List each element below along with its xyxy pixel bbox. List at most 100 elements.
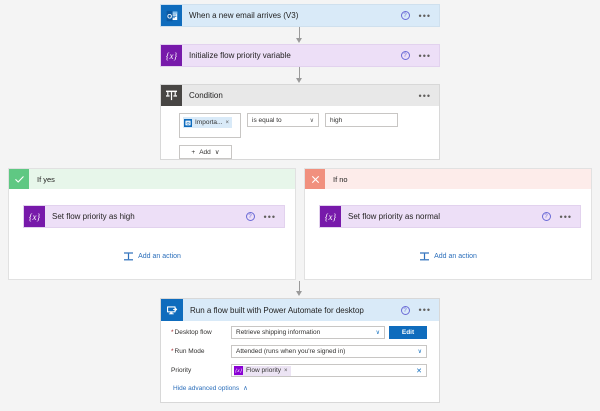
variable-icon: {x} bbox=[161, 45, 182, 66]
chevron-up-icon: ∧ bbox=[243, 385, 248, 392]
close-icon bbox=[305, 169, 325, 189]
desktop-flow-field-control: Retrieve shipping information ∨ Edit bbox=[231, 326, 427, 339]
action-card-initialize-variable[interactable]: {x} Initialize flow priority variable ? … bbox=[160, 44, 440, 67]
branch-if-yes: If yes {x} Set flow priority as high ? •… bbox=[8, 168, 296, 280]
branch-yes-action-title: Set flow priority as high bbox=[52, 212, 135, 221]
add-action-label: Add an action bbox=[434, 253, 477, 260]
priority-field-control: {x} Flow priority × ✕ bbox=[231, 364, 427, 377]
svg-text:O: O bbox=[186, 120, 189, 125]
desktop-flow-icon bbox=[161, 299, 183, 321]
chevron-down-icon: ∨ bbox=[214, 149, 220, 156]
branch-yes-label: If yes bbox=[37, 174, 55, 184]
clear-field-icon[interactable]: ✕ bbox=[416, 367, 422, 375]
desktop-card-header[interactable]: Run a flow built with Power Automate for… bbox=[161, 299, 439, 321]
branch-no-action-tools: ? ••• bbox=[541, 211, 580, 222]
priority-dynamic-token[interactable]: {x} Flow priority × bbox=[234, 365, 291, 376]
dynamic-content-token[interactable]: O Importa... × bbox=[183, 117, 232, 128]
desktop-flow-tools: ? ••• bbox=[400, 305, 439, 315]
trigger-title: When a new email arrives (V3) bbox=[189, 11, 299, 20]
help-icon[interactable]: ? bbox=[400, 305, 410, 315]
overflow-menu-icon[interactable]: ••• bbox=[559, 211, 572, 222]
run-mode-field-label: *Run Mode bbox=[171, 348, 205, 355]
branch-yes-action-tools: ? ••• bbox=[245, 211, 284, 222]
help-icon[interactable]: ? bbox=[400, 51, 410, 60]
run-mode-select[interactable]: Attended (runs when you're signed in) ∨ bbox=[231, 345, 427, 358]
condition-right-value: high bbox=[330, 116, 343, 124]
branch-no-action-title: Set flow priority as normal bbox=[348, 212, 441, 221]
svg-text:O: O bbox=[167, 13, 172, 20]
action-card-set-priority-high[interactable]: {x} Set flow priority as high ? ••• bbox=[23, 205, 285, 228]
required-marker: * bbox=[171, 348, 174, 355]
condition-row: O Importa... × is equal to ∨ high bbox=[179, 113, 439, 138]
connector-arrow-condition bbox=[296, 78, 302, 83]
chevron-down-icon: ∨ bbox=[417, 349, 422, 355]
connector-arrow-desktop bbox=[296, 291, 302, 296]
chevron-down-icon: ∨ bbox=[309, 117, 314, 124]
condition-card[interactable]: Condition ••• O Importa... × bbox=[160, 84, 440, 160]
outlook-token-icon: O bbox=[184, 118, 192, 127]
add-an-action-yes[interactable]: Add an action bbox=[9, 251, 295, 262]
desktop-flow-title: Run a flow built with Power Automate for… bbox=[190, 305, 364, 315]
trigger-card-email[interactable]: O When a new email arrives (V3) ? ••• bbox=[160, 4, 440, 27]
plus-icon: + bbox=[191, 148, 196, 156]
trigger-tools: ? ••• bbox=[400, 10, 439, 21]
action-card-set-priority-normal[interactable]: {x} Set flow priority as normal ? ••• bbox=[319, 205, 581, 228]
condition-left-operand-field[interactable]: O Importa... × bbox=[179, 113, 241, 138]
condition-card-header[interactable]: Condition ••• bbox=[161, 85, 439, 106]
condition-title: Condition bbox=[189, 91, 223, 100]
condition-body: O Importa... × is equal to ∨ high + bbox=[161, 106, 439, 159]
field-row-desktop-flow: *Desktop flow Retrieve shipping informat… bbox=[171, 326, 427, 339]
condition-add-button[interactable]: + Add ∨ bbox=[179, 145, 232, 159]
branch-no-label: If no bbox=[333, 174, 348, 184]
connector-trigger-init bbox=[299, 27, 300, 39]
condition-right-operand-input[interactable]: high bbox=[325, 113, 398, 127]
help-icon[interactable]: ? bbox=[245, 212, 255, 221]
branch-yes-header: If yes bbox=[9, 169, 295, 189]
add-action-label: Add an action bbox=[138, 253, 181, 260]
branch-no-header: If no bbox=[305, 169, 591, 189]
remove-token-icon[interactable]: × bbox=[284, 367, 288, 374]
edit-button[interactable]: Edit bbox=[389, 326, 427, 339]
overflow-menu-icon[interactable]: ••• bbox=[418, 305, 431, 315]
variable-icon: {x} bbox=[234, 366, 243, 375]
initialize-card-header[interactable]: {x} Initialize flow priority variable ? … bbox=[161, 45, 439, 66]
remove-token-icon[interactable]: × bbox=[225, 119, 229, 126]
check-icon bbox=[9, 169, 29, 189]
priority-field-label: Priority bbox=[171, 367, 192, 374]
variable-icon: {x} bbox=[320, 206, 341, 227]
condition-operator-select[interactable]: is equal to ∨ bbox=[247, 113, 319, 127]
priority-token-label: Flow priority bbox=[246, 367, 282, 374]
advanced-options-label: Hide advanced options bbox=[173, 384, 240, 392]
add-an-action-no[interactable]: Add an action bbox=[305, 251, 591, 262]
initialize-title: Initialize flow priority variable bbox=[189, 51, 291, 60]
hide-advanced-options-link[interactable]: Hide advanced options ∧ bbox=[171, 383, 427, 393]
help-icon[interactable]: ? bbox=[400, 11, 410, 20]
branch-if-no: If no {x} Set flow priority as normal ? … bbox=[304, 168, 592, 280]
help-icon[interactable]: ? bbox=[541, 212, 551, 221]
priority-input[interactable]: {x} Flow priority × ✕ bbox=[231, 364, 427, 377]
desktop-flow-select[interactable]: Retrieve shipping information ∨ bbox=[231, 326, 385, 339]
overflow-menu-icon[interactable]: ••• bbox=[418, 50, 431, 61]
initialize-tools: ? ••• bbox=[400, 50, 439, 61]
connector-arrow-init bbox=[296, 38, 302, 43]
desktop-flow-value: Retrieve shipping information bbox=[236, 329, 321, 336]
action-card-desktop-flow[interactable]: Run a flow built with Power Automate for… bbox=[160, 298, 440, 403]
overflow-menu-icon[interactable]: ••• bbox=[418, 10, 431, 21]
connector-init-condition bbox=[299, 67, 300, 79]
variable-icon: {x} bbox=[24, 206, 45, 227]
add-label: Add bbox=[199, 148, 211, 156]
add-action-icon bbox=[123, 251, 134, 262]
outlook-icon: O bbox=[161, 5, 182, 26]
token-label: Importa... bbox=[195, 119, 223, 126]
desktop-flow-field-label: *Desktop flow bbox=[171, 329, 212, 336]
trigger-card-header[interactable]: O When a new email arrives (V3) ? ••• bbox=[161, 5, 439, 26]
chevron-down-icon: ∨ bbox=[375, 330, 380, 336]
overflow-menu-icon[interactable]: ••• bbox=[263, 211, 276, 222]
connector-branches-desktop bbox=[299, 281, 300, 292]
overflow-menu-icon[interactable]: ••• bbox=[418, 90, 431, 101]
add-action-icon bbox=[419, 251, 430, 262]
condition-icon bbox=[161, 85, 182, 106]
required-marker: * bbox=[171, 329, 174, 336]
run-mode-field-control: Attended (runs when you're signed in) ∨ bbox=[231, 345, 427, 358]
